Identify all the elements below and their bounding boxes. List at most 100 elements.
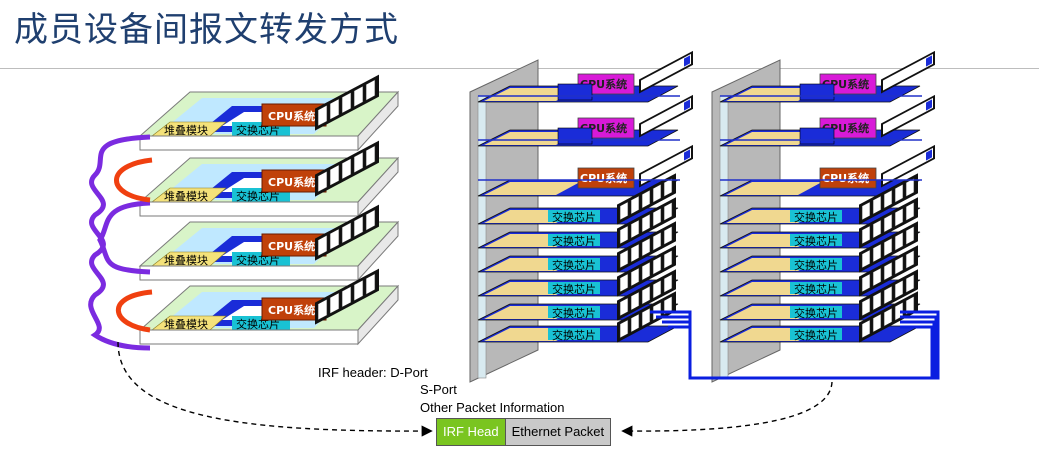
port (652, 255, 662, 275)
switch-chip-label: 交换芯片 (552, 234, 596, 248)
switch-ports (315, 204, 379, 261)
port (365, 273, 376, 295)
flow-arrow-right (621, 381, 833, 437)
slot-led (684, 99, 690, 111)
port (365, 79, 376, 101)
port (905, 273, 915, 294)
slot-ports (617, 269, 676, 321)
port (861, 225, 871, 245)
port (619, 225, 629, 245)
slot-ports (617, 173, 676, 225)
port (341, 285, 352, 308)
port (883, 307, 893, 327)
port (663, 273, 673, 294)
port (353, 85, 364, 108)
switch-chip-label: 交换芯片 (552, 258, 596, 272)
switch-chip (790, 234, 842, 246)
stack-module-label: 堆叠模块 (164, 190, 208, 203)
port-block (617, 245, 676, 297)
port (341, 221, 352, 244)
switch-chip (790, 328, 842, 340)
slot-ports (859, 269, 918, 321)
chassis-slot: 交换芯片 (719, 221, 921, 273)
slot-faceplate (639, 94, 693, 138)
port (861, 249, 871, 269)
stacked-switch: 堆叠模块交换芯片CPU系统 (138, 204, 400, 282)
port (905, 225, 915, 246)
cpu-label: CPU系统 (268, 239, 315, 253)
chassis-slot: 交换芯片 (477, 221, 679, 273)
chassis-slot: 交换芯片 (719, 173, 921, 225)
port (329, 98, 340, 121)
port-block (315, 268, 379, 325)
stacked-switch: 堆叠模块交换芯片CPU系统 (138, 74, 400, 152)
slot-faceplate (639, 50, 693, 94)
chassis-slot: CPU系统 (477, 144, 693, 197)
flow-arrows (117, 341, 833, 437)
interconnect-cable (668, 325, 934, 380)
chassis-slot: CPU系统 (719, 50, 935, 103)
slot-ports (639, 50, 693, 94)
port (861, 201, 871, 221)
port-block (617, 269, 676, 321)
port (872, 243, 882, 263)
stack-link-red (114, 157, 153, 203)
switch-chip-label: 交换芯片 (552, 306, 596, 320)
port-block (859, 221, 918, 273)
switch-chip (790, 258, 842, 270)
irf-header-other: Other Packet Information (420, 400, 565, 415)
chassis-slot: CPU系统 (477, 94, 693, 147)
slot-led (684, 149, 690, 161)
port (317, 298, 328, 321)
port-block (859, 269, 918, 321)
chassis-slot: 交换芯片 (477, 173, 679, 225)
switch-chip-label: 交换芯片 (794, 306, 838, 320)
port (872, 195, 882, 215)
port (353, 215, 364, 238)
port (630, 243, 640, 263)
slot-ports (617, 197, 676, 249)
port-block (315, 204, 379, 261)
switch-ports (315, 268, 379, 325)
cpu-label: CPU系统 (822, 171, 869, 185)
port (317, 234, 328, 257)
port (652, 279, 662, 299)
stack-cables (88, 134, 153, 351)
stack-link-red (116, 289, 153, 333)
port (861, 273, 871, 293)
chassis-slot: 交换芯片 (477, 245, 679, 297)
port (630, 219, 640, 239)
switch-chip (790, 306, 842, 318)
slot-ports (639, 144, 693, 188)
port (619, 319, 629, 339)
port-block (617, 197, 676, 249)
port (894, 279, 904, 299)
switch-chip-label: 交换芯片 (552, 328, 596, 342)
slot-ports (859, 245, 918, 297)
slot-led (926, 55, 932, 67)
port (883, 189, 893, 209)
ethernet-packet-field: Ethernet Packet (505, 419, 611, 445)
port (630, 267, 640, 287)
port (663, 201, 673, 222)
switch-side-face (357, 156, 399, 218)
slot-led (926, 149, 932, 161)
chassis-slot: CPU系统 (477, 50, 693, 103)
slot-component (484, 182, 580, 195)
port (894, 183, 904, 203)
port (861, 297, 871, 317)
port-block (859, 173, 918, 225)
switch-chip (548, 210, 600, 222)
cpu-heatsink (799, 83, 835, 101)
chassis-slot: 交换芯片 (719, 245, 921, 297)
slot-ports (859, 173, 918, 225)
port (872, 219, 882, 239)
slot-faceplate (881, 50, 935, 94)
slot-component (726, 132, 822, 145)
port (652, 207, 662, 227)
slot-component (484, 88, 580, 101)
port (641, 261, 651, 281)
stack-cable-purple (97, 200, 151, 275)
packet-format: IRF Head Ethernet Packet (436, 418, 612, 446)
port (872, 267, 882, 287)
